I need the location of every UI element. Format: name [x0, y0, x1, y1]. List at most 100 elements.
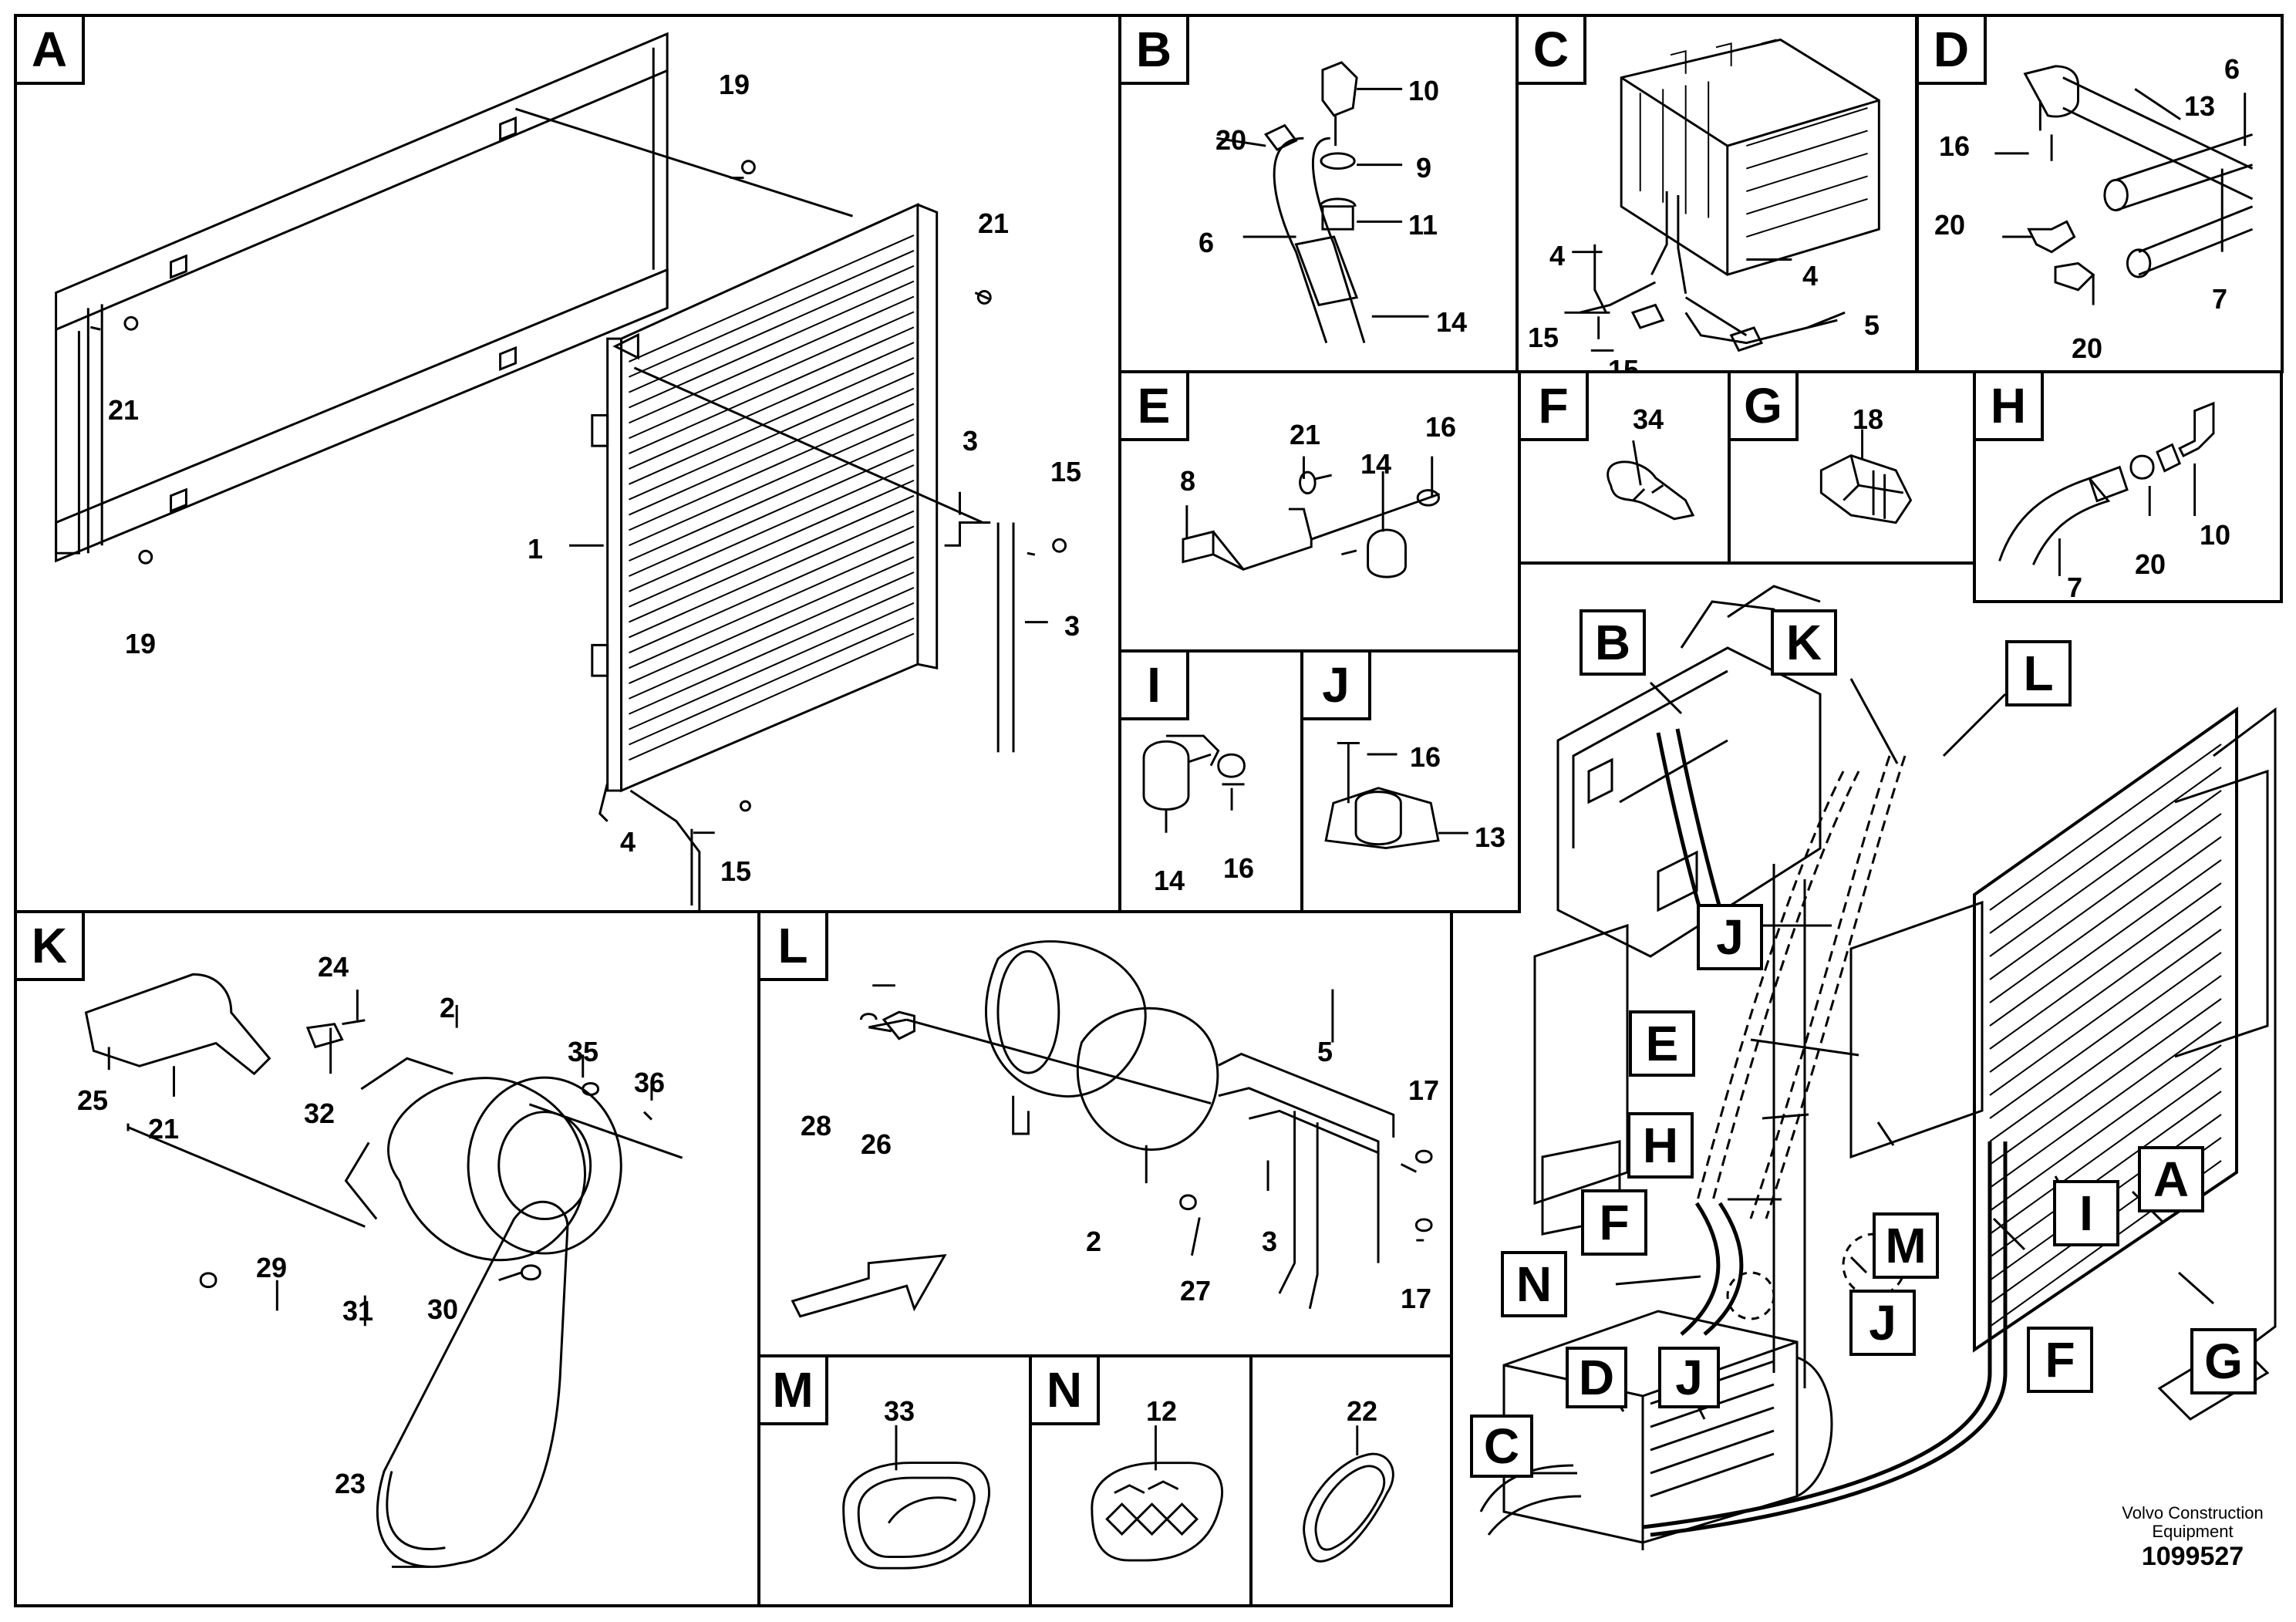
- callout-7h: 7: [2067, 572, 2083, 603]
- callout-4a: 4: [620, 826, 636, 858]
- clamp-bracket-illustration: [1324, 741, 1468, 849]
- panel-l-label: L: [760, 913, 828, 981]
- callout-16j: 16: [1410, 741, 1441, 773]
- callout-3a: 3: [963, 425, 979, 457]
- panel-a: A: [14, 14, 1126, 913]
- overview-marker-j2: J: [1849, 1290, 1916, 1356]
- overview-marker-b: B: [1580, 609, 1646, 676]
- callout-30k: 30: [427, 1293, 459, 1325]
- callout-12n: 12: [1146, 1395, 1178, 1427]
- grommet-illustration: [1819, 429, 1913, 524]
- callout-26l: 26: [861, 1128, 892, 1160]
- panel-f-label: F: [1521, 373, 1589, 441]
- panel-i: I 14 16: [1118, 649, 1303, 913]
- brand-line1: Volvo Construction: [2122, 1503, 2264, 1523]
- figure-number: 1099527: [2141, 1542, 2244, 1571]
- callout-15b: 15: [720, 855, 752, 887]
- callout-32k: 32: [304, 1098, 335, 1129]
- panel-n-label: N: [1032, 1357, 1100, 1425]
- hose-elbow-illustration: [1998, 401, 2215, 576]
- callout-15c-a: 15: [1528, 322, 1559, 353]
- compressor-illustration: [84, 973, 683, 1568]
- callout-21e: 21: [1290, 419, 1321, 450]
- callout-16e: 16: [1425, 411, 1457, 443]
- compressor-hoses-illustration: [791, 940, 1433, 1318]
- panel-small-grommet: 22: [1249, 1354, 1453, 1607]
- callout-16i: 16: [1223, 852, 1255, 884]
- callout-14b: 14: [1436, 306, 1468, 338]
- callout-1: 1: [528, 533, 544, 565]
- panel-c-label: C: [1519, 17, 1586, 85]
- callout-11b: 11: [1408, 209, 1438, 241]
- callout-9b: 9: [1416, 152, 1432, 184]
- panel-d: D 6 13 16 20 7 20: [1916, 14, 2284, 373]
- panel-k: K 24 2 35 36 25 21 32 29 31 30 23: [14, 910, 764, 1607]
- callout-5c: 5: [1864, 309, 1880, 341]
- overview-marker-m: M: [1873, 1212, 1939, 1279]
- panel-f: F 34: [1518, 370, 1731, 565]
- callout-15c-b: 15: [1608, 354, 1640, 373]
- callout-28l: 28: [801, 1110, 832, 1141]
- grommet-oval-illustration: [842, 1425, 990, 1570]
- overview-marker-n: N: [1501, 1251, 1567, 1317]
- clip-illustration: [1142, 734, 1246, 833]
- callout-23k: 23: [335, 1468, 366, 1499]
- panel-e-label: E: [1121, 373, 1189, 441]
- panel-d-label: D: [1919, 17, 1987, 85]
- callout-20b: 20: [1215, 124, 1247, 156]
- callout-15a: 15: [1050, 456, 1082, 487]
- overview-marker-j3: J: [1658, 1347, 1720, 1408]
- panel-n: N 12: [1029, 1354, 1253, 1607]
- panel-b-label: B: [1121, 17, 1189, 85]
- panel-b: B 10 20 9 11 6 14: [1118, 14, 1519, 373]
- multi-grommet-illustration: [1091, 1425, 1223, 1562]
- callout-10h: 10: [2200, 519, 2231, 551]
- overview-marker-h: H: [1627, 1112, 1694, 1179]
- callout-33m: 33: [884, 1395, 915, 1427]
- callout-22: 22: [1347, 1395, 1378, 1427]
- small-grommet-illustration: [1303, 1425, 1394, 1563]
- overview-marker-f1: F: [1581, 1189, 1647, 1256]
- callout-4c-a: 4: [1549, 240, 1566, 271]
- overview-marker-c: C: [1470, 1415, 1533, 1478]
- callout-27l: 27: [1180, 1275, 1212, 1307]
- panel-j-label: J: [1303, 653, 1371, 720]
- callout-3b: 3: [1064, 610, 1081, 642]
- callout-2k: 2: [440, 992, 456, 1023]
- bracket-illustration: [1182, 456, 1441, 578]
- callout-24k: 24: [318, 951, 349, 983]
- callout-36k: 36: [634, 1067, 666, 1098]
- callout-14e: 14: [1360, 448, 1392, 480]
- callout-10b: 10: [1408, 75, 1440, 106]
- hose-fitting-illustration: [1216, 61, 1429, 344]
- callout-20d-b: 20: [2072, 332, 2103, 364]
- callout-20d-a: 20: [1934, 209, 1966, 241]
- callout-29k: 29: [256, 1252, 288, 1283]
- panel-k-label: K: [17, 913, 85, 981]
- overview-marker-k: K: [1771, 609, 1837, 676]
- panel-m: M 33: [757, 1354, 1032, 1607]
- overview-marker-j1: J: [1697, 904, 1763, 970]
- callout-14i: 14: [1154, 865, 1185, 896]
- callout-13j: 13: [1475, 821, 1506, 853]
- overview-marker-a: A: [2138, 1146, 2204, 1212]
- panel-g-label: G: [1731, 373, 1799, 441]
- callout-5l: 5: [1317, 1036, 1333, 1067]
- overview-marker-d: D: [1566, 1347, 1627, 1408]
- callout-2l: 2: [1086, 1226, 1102, 1257]
- overview-marker-e: E: [1629, 1010, 1695, 1077]
- callout-34f: 34: [1633, 403, 1664, 435]
- panel-e: E 21 16 14 8: [1118, 370, 1521, 653]
- callout-6b: 6: [1199, 227, 1215, 258]
- callout-8e: 8: [1180, 465, 1196, 497]
- callout-20h: 20: [2135, 548, 2166, 580]
- callout-7d: 7: [2212, 283, 2228, 315]
- panel-h-label: H: [1976, 373, 2044, 441]
- overview-marker-g: G: [2190, 1328, 2257, 1394]
- panel-l: L 5 17 28 26 2 3 27 17: [757, 910, 1453, 1357]
- callout-25k: 25: [77, 1084, 109, 1116]
- callout-17l-a: 17: [1408, 1074, 1440, 1106]
- hvac-unit-illustration: [1564, 38, 1880, 352]
- callout-6d: 6: [2224, 53, 2240, 85]
- brand-caption: Volvo Construction Equipment 1099527: [2112, 1504, 2274, 1572]
